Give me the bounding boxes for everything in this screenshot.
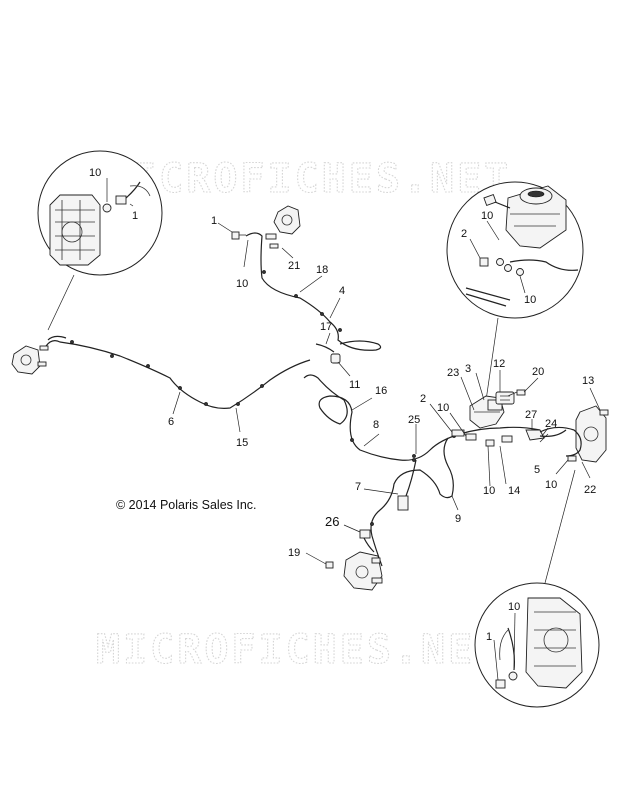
callout-1-right-detail: 1 [486, 631, 492, 643]
clip-7 [397, 495, 409, 511]
watermark-bottom: MICROFICHES.NET [96, 627, 502, 673]
callout-19: 19 [288, 547, 300, 559]
bracket-27-24 [525, 429, 567, 441]
callout-27: 27 [525, 409, 537, 421]
callout-1-upper: 1 [211, 215, 217, 227]
callout-13: 13 [582, 375, 594, 387]
callout-11: 11 [349, 379, 360, 391]
watermark-top: MICROFICHES.NET [105, 156, 511, 202]
callout-12: 12 [493, 358, 505, 370]
bolt-19 [325, 561, 334, 569]
bolt-1-upper [231, 231, 246, 240]
callout-26: 26 [325, 514, 339, 529]
detail-circle-front-right-caliper [474, 469, 600, 708]
callout-9: 9 [455, 513, 461, 525]
caliper-rear-right [343, 551, 383, 591]
callout-1-left-detail: 1 [132, 210, 138, 222]
callout-7: 7 [355, 481, 361, 493]
callout-14: 14 [508, 485, 520, 497]
brake-line-6 [45, 335, 311, 409]
callout-17: 17 [320, 321, 332, 333]
callout-22: 22 [584, 484, 596, 496]
callout-8: 8 [373, 419, 379, 431]
callout-3: 3 [465, 363, 471, 375]
caliper-detail-right [525, 597, 583, 689]
callout-10-mc-detail-bottom: 10 [524, 294, 536, 306]
callout-2-mc: 2 [420, 393, 426, 405]
caliper-detail-left [49, 194, 101, 266]
caliper-rear-left [265, 205, 301, 249]
callout-2-mc-detail: 2 [461, 228, 467, 240]
bolt-20 [507, 389, 526, 397]
callout-10-upper: 10 [236, 278, 248, 290]
callout-20: 20 [532, 366, 544, 378]
callout-10-lower-mc: 10 [483, 485, 495, 497]
brake-line-4 [245, 232, 382, 351]
master-cylinder [469, 395, 505, 429]
brake-line-8 [303, 374, 541, 462]
fittings-master-cylinder [451, 429, 513, 447]
callout-10-left-detail: 10 [89, 167, 101, 179]
master-cylinder-detail [483, 185, 567, 249]
detail-circle-front-left-caliper [37, 150, 163, 331]
banjo-fitting-left [102, 181, 151, 213]
brake-line-5 [539, 426, 582, 457]
callout-5: 5 [534, 464, 540, 476]
fitting-detail-right [465, 257, 579, 307]
callout-10-mc-detail-top: 10 [481, 210, 493, 222]
copyright-text: © 2014 Polaris Sales Inc. [116, 498, 257, 512]
fitting-26 [359, 529, 375, 553]
callout-21: 21 [288, 260, 300, 272]
callout-6: 6 [168, 416, 174, 428]
callout-24: 24 [545, 418, 557, 430]
callout-4: 4 [339, 285, 345, 297]
callout-15: 15 [236, 437, 248, 449]
caliper-front-right [567, 405, 609, 463]
callout-25: 25 [408, 414, 420, 426]
caliper-front-left [11, 345, 49, 375]
detail-circle-master-cylinder [446, 181, 584, 429]
reservoir-12 [495, 391, 515, 405]
callout-10-right-detail: 10 [508, 601, 520, 613]
callout-16: 16 [375, 385, 387, 397]
callout-10-mc: 10 [437, 402, 449, 414]
grommet-11 [315, 343, 341, 364]
callout-23: 23 [447, 367, 459, 379]
callout-18: 18 [316, 264, 328, 276]
callout-10-right: 10 [545, 479, 557, 491]
